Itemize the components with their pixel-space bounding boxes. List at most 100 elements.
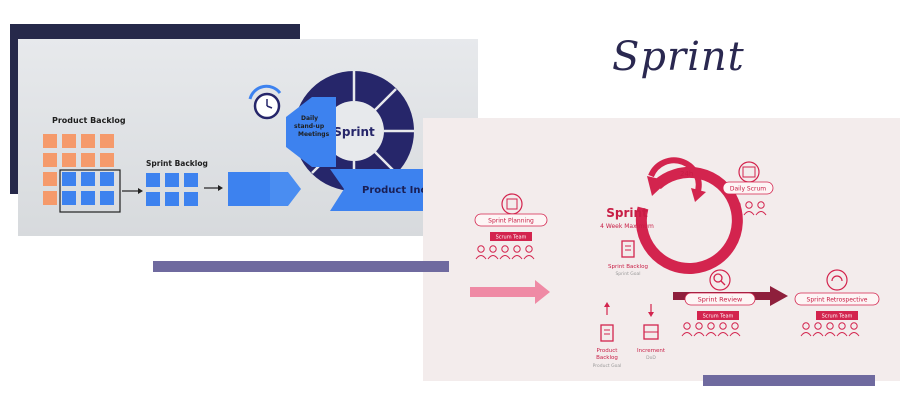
sprint-retrospective-pill xyxy=(794,292,880,306)
product-backlog-icon xyxy=(600,324,614,342)
sprint-item-block xyxy=(165,192,179,206)
sprint-item-block xyxy=(62,191,76,205)
sprint-item-block xyxy=(81,172,95,186)
sprint-item-block xyxy=(62,172,76,186)
sprint-item-block xyxy=(165,173,179,187)
backlog-item-block xyxy=(62,153,76,167)
product-backlog-grid xyxy=(43,134,114,205)
person-body-icon xyxy=(487,255,499,260)
person-head-icon xyxy=(802,322,810,330)
sprint-review-pill xyxy=(684,292,756,306)
person-body-icon xyxy=(717,332,729,337)
backlog-item-block xyxy=(81,134,95,148)
backlog-item-block xyxy=(43,153,57,167)
person-head-icon xyxy=(757,201,765,209)
product-backlog-line-2: Backlog xyxy=(596,355,618,361)
person-head-icon xyxy=(707,322,715,330)
page-title: Sprint xyxy=(612,34,745,80)
sprint-retrospective-label: Sprint Retrospective xyxy=(807,297,868,304)
backlog-item-block xyxy=(100,153,114,167)
team-group-icon xyxy=(681,322,741,337)
sprint-review-label: Sprint Review xyxy=(698,296,743,304)
product-increment-label: Product Increment xyxy=(362,185,467,196)
dod-label: DoD xyxy=(646,355,656,361)
sprint-center-label: Sprint xyxy=(333,125,375,139)
magnifier-icon xyxy=(709,269,731,291)
person-head-icon xyxy=(719,322,727,330)
person-head-icon xyxy=(733,201,741,209)
person-body-icon xyxy=(836,332,848,337)
daily-scrum-label: Daily Scrum xyxy=(730,186,766,193)
person-head-icon xyxy=(826,322,834,330)
sprint-backlog-label: Sprint Backlog xyxy=(608,264,648,270)
sprint-item-block xyxy=(146,192,160,206)
scrum-team-label: Scrum Team xyxy=(822,314,853,320)
person-body-icon xyxy=(731,211,743,216)
daily-meetings-line-2: stand-up xyxy=(294,123,325,130)
person-head-icon xyxy=(477,245,485,253)
person-head-icon xyxy=(814,322,822,330)
clock-icon xyxy=(248,84,282,120)
up-arrow-head-icon xyxy=(604,302,610,307)
person-head-icon xyxy=(695,322,703,330)
sprint-item-block xyxy=(184,173,198,187)
product-backlog-label: Product Backlog xyxy=(52,116,126,125)
person-body-icon xyxy=(743,211,755,216)
scrum-framework-svg: 24h Sprint 4 Week Maximum Sprint Backlog… xyxy=(470,157,880,369)
blue-flow-arrow xyxy=(270,172,301,206)
hours-label: 24h xyxy=(680,170,693,178)
arrow-head-icon xyxy=(218,185,223,191)
product-goal-label: Product Goal xyxy=(593,363,622,369)
increment-label: Increment xyxy=(637,348,666,354)
sprint-item-block xyxy=(100,172,114,186)
person-body-icon xyxy=(475,255,487,260)
backlog-item-block xyxy=(100,134,114,148)
down-arrow-head-icon xyxy=(648,312,654,317)
scrum-framework-diagram: 24h Sprint 4 Week Maximum Sprint Backlog… xyxy=(423,118,900,381)
daily-loop-arrow xyxy=(648,157,702,196)
retrospective-icon xyxy=(826,269,848,291)
scrum-team-badge xyxy=(697,311,739,320)
sprint-item-block xyxy=(81,191,95,205)
person-body-icon xyxy=(824,332,836,337)
sprint-item-block xyxy=(100,191,114,205)
sprint-planning-label: Sprint Planning xyxy=(488,218,534,225)
person-body-icon xyxy=(848,332,860,337)
backlog-item-block xyxy=(43,172,57,186)
sprint-planning-pill xyxy=(474,213,548,227)
scrum-process-diagram: Product Backlog Sprint Backlog Sprint Da… xyxy=(18,39,478,236)
scrum-team-label: Scrum Team xyxy=(703,314,734,320)
daily-scrum-pill xyxy=(722,181,774,195)
team-group-icon xyxy=(800,322,860,337)
scrum-team-badge xyxy=(816,311,858,320)
person-head-icon xyxy=(513,245,521,253)
daily-meetings-arrow xyxy=(286,97,336,167)
product-backlog-line-1: Product xyxy=(597,348,619,354)
sprint-loop-arrow-head-icon xyxy=(647,176,668,196)
person-body-icon xyxy=(755,211,767,216)
backlog-item-block xyxy=(62,134,76,148)
person-body-icon xyxy=(693,332,705,337)
scrum-team-badge xyxy=(490,232,532,241)
person-head-icon xyxy=(731,322,739,330)
decorative-purple-bar xyxy=(153,261,449,272)
person-head-icon xyxy=(745,201,753,209)
sprint-item-block xyxy=(184,192,198,206)
person-body-icon xyxy=(812,332,824,337)
daily-meetings-line-3: Meetings xyxy=(298,131,330,138)
sprint-backlog-label: Sprint Backlog xyxy=(146,159,208,168)
person-body-icon xyxy=(499,255,511,260)
person-head-icon xyxy=(683,322,691,330)
decorative-purple-bar xyxy=(703,375,875,386)
team-group-icon xyxy=(731,201,767,216)
person-head-icon xyxy=(501,245,509,253)
sprint-backlog-icon xyxy=(621,240,635,258)
person-head-icon xyxy=(525,245,533,253)
person-body-icon xyxy=(523,255,535,260)
planning-board-icon xyxy=(501,193,523,215)
backlog-item-block xyxy=(43,191,57,205)
input-arrow xyxy=(470,280,550,304)
calendar-icon xyxy=(738,161,760,183)
person-body-icon xyxy=(800,332,812,337)
sprint-center-title: Sprint xyxy=(606,206,648,220)
